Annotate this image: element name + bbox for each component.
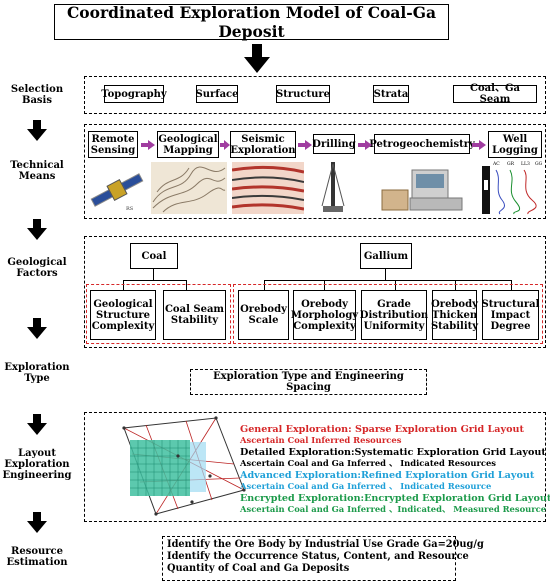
layout-general-head: General Exploration: Sparse Exploration … [240,424,524,435]
coal-node: Coal [130,243,178,269]
layout-detailed-exploration: Detailed Exploration:Systematic Explorat… [240,447,546,468]
drilling-rig-icon [321,162,345,212]
down-arrow-icon [27,120,47,141]
layout-advanced-head: Advanced Exploration:Refined Exploration… [240,470,535,481]
right-arrow-icon [298,140,312,150]
well-log-gr-label: GR [507,162,514,167]
geological-map-icon [151,162,227,214]
step-selection-basis: Selection Basis [10,84,64,106]
svg-text:RS: RS [126,206,134,212]
basis-structure: Structure [276,85,330,103]
page-title: Coordinated Exploration Model of Coal-Ga… [54,3,449,41]
right-arrow-icon [220,140,230,150]
ga-factor-morphology: Orebody Morphology Complexity [291,290,358,340]
basis-coal-ga-seam: Coal、Ga Seam [453,83,537,105]
layout-detailed-head: Detailed Exploration:Systematic Explorat… [240,447,546,458]
down-arrow-icon [27,219,47,240]
tech-drilling: Drilling [312,134,356,154]
well-log-ac-label: AC [493,162,500,167]
coal-factor-group [86,284,231,344]
lab-instrument-icon [381,169,463,211]
tech-well-logging: Well Logging [488,131,542,158]
right-arrow-icon [472,140,486,150]
step-exploration-type: Exploration Type [4,362,70,384]
basis-strata: Strata [373,85,409,103]
tech-geological-mapping: Geological Mapping [157,131,219,158]
resource-line-1: Identify the Ore Body by Industrial Use … [167,539,484,550]
step-layout-exploration: Layout Exploration Engineering [2,447,72,481]
exploration-grid-diagram [122,416,246,516]
basis-topography: Topography [101,85,167,103]
well-log-gg-label: GG [535,162,543,167]
ga-factor-structural-impact: Structural Impact Degree [482,290,539,340]
right-arrow-icon [358,140,372,150]
well-log-curves-icon [482,166,537,215]
layout-encrypted-head: Encrypted Exploration:Encrypted Explorat… [240,493,550,504]
resource-estimation-box: Identify the Ore Body by Industrial Use … [162,536,484,581]
tech-seismic-exploration: Seismic Exploration [230,131,296,158]
resource-line-2: Identify the Occurrence Status, Content,… [167,551,469,562]
ga-factor-scale: Orebody Scale [238,290,289,340]
down-arrow-icon [27,318,47,339]
exploration-type-box: Exploration Type and Engineering Spacing [190,369,427,395]
well-log-ll3-label: LL3 [521,162,530,167]
tech-petrogeochemistry: Petrogeochemistry [369,134,475,154]
seismic-section-icon [232,162,304,214]
layout-encrypted-sub: Ascertain Coal and Ga Inferred 、Indicate… [240,504,547,514]
satellite-icon: RS [90,173,144,212]
down-arrow-icon [27,512,47,533]
layout-general-sub: Ascertain Coal Inferred Resources [240,435,402,445]
step-geological-factors: Geological Factors [7,257,67,279]
down-arrow-icon [27,414,47,435]
layout-encrypted-exploration: Encrypted Exploration:Encrypted Explorat… [240,493,550,514]
gallium-node: Gallium [360,243,412,269]
basis-surface: Surface [196,85,239,103]
step-resource-estimation: Resource Estimation [6,546,68,568]
layout-advanced-sub: Ascertain Coal and Ga Inferred 、 Indicat… [240,481,492,491]
ga-factor-grade-uniformity: Grade Distribution Uniformity [360,290,428,340]
right-arrow-icon [141,140,155,150]
step-technical-means: Technical Means [10,160,64,182]
coal-factor-seam-stability: Coal Seam Stability [163,290,226,340]
ga-factor-thicken-stability: Orebody Thicken Stability [431,290,478,340]
layout-general-exploration: General Exploration: Sparse Exploration … [240,424,524,445]
layout-advanced-exploration: Advanced Exploration:Refined Exploration… [240,470,534,491]
gallium-factor-group [233,284,543,344]
tech-remote-sensing: Remote Sensing [88,131,138,158]
coal-factor-structure: Geological Structure Complexity [90,290,156,340]
resource-line-3: Quantity of Coal and Ga Deposits [167,563,350,574]
down-arrow-icon [244,44,270,73]
layout-detailed-sub: Ascertain Coal and Ga Inferred 、 Indicat… [240,458,497,468]
